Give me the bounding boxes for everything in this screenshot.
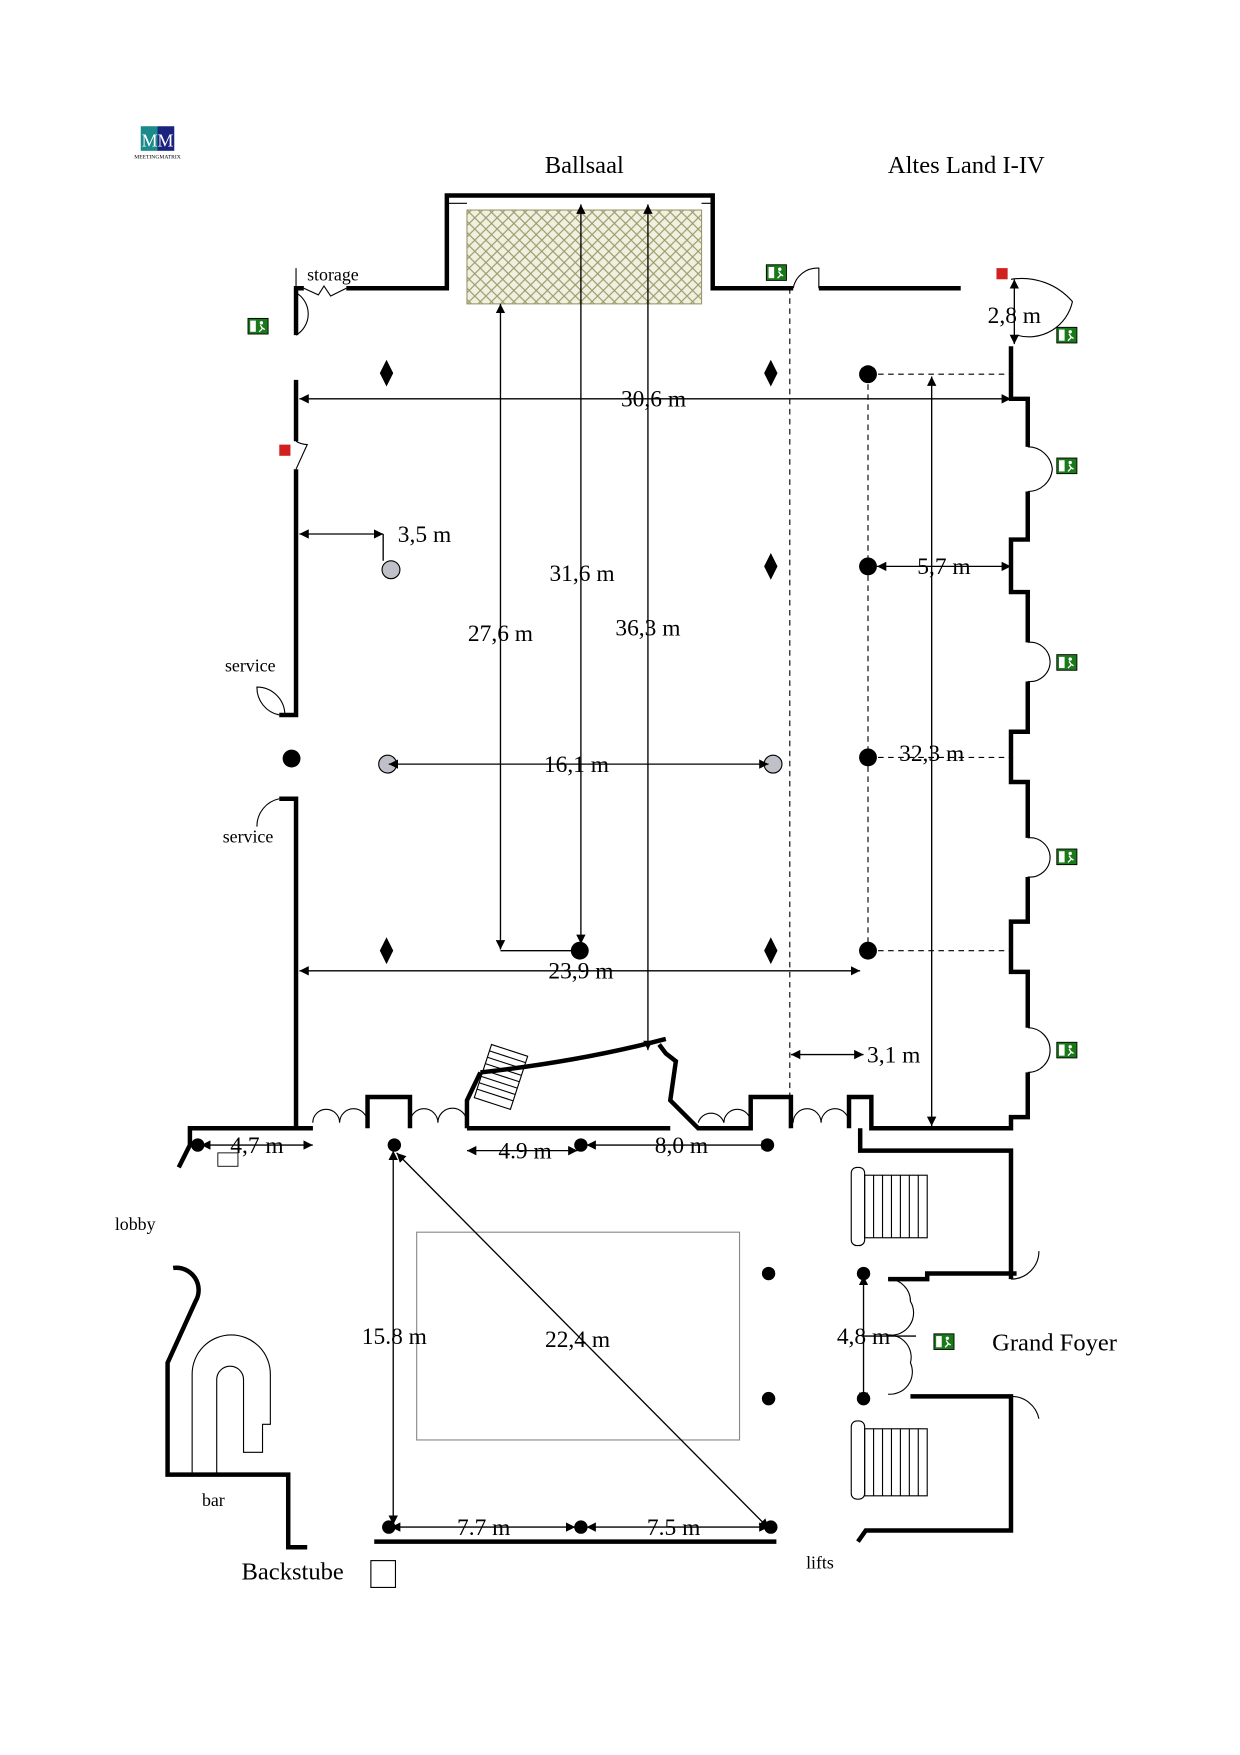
room-service-bottom: service bbox=[223, 826, 274, 846]
staircase-foyer-lower bbox=[850, 1420, 928, 1500]
room-service-top: service bbox=[225, 655, 276, 675]
dim-16-1: 16,1 m bbox=[544, 752, 609, 778]
partition-lines bbox=[789, 288, 1011, 1129]
room-ballsaal: Ballsaal bbox=[545, 152, 624, 179]
svg-text:MEETINGMATRIX: MEETINGMATRIX bbox=[134, 155, 180, 161]
stair-curve bbox=[480, 1036, 667, 1075]
dim-30-6: 30,6 m bbox=[621, 387, 686, 413]
doors bbox=[256, 267, 1074, 1123]
dim-27-6: 27,6 m bbox=[468, 621, 533, 647]
dimension-labels: 30,6 m 3,5 m 31,6 m 27,6 m 36,3 m 16,1 m… bbox=[230, 303, 1041, 1541]
room-storage: storage bbox=[307, 264, 359, 284]
bar-counter bbox=[191, 1334, 271, 1475]
ballroom-wall bbox=[279, 193, 1030, 1131]
svg-text:MM: MM bbox=[142, 130, 174, 150]
lobby-wall bbox=[165, 1126, 313, 1550]
lobby-desk bbox=[217, 1152, 239, 1167]
dim-3-1: 3,1 m bbox=[867, 1042, 920, 1068]
dim-8-0: 8,0 m bbox=[655, 1133, 708, 1159]
dim-4-7: 4,7 m bbox=[230, 1133, 283, 1159]
storage-door bbox=[303, 284, 347, 297]
restroom-icon bbox=[370, 1560, 397, 1588]
dim-7-5: 7.5 m bbox=[647, 1515, 700, 1541]
dim-15-8: 15.8 m bbox=[362, 1324, 427, 1350]
dim-2-8: 2,8 m bbox=[988, 303, 1041, 329]
dim-4-9: 4.9 m bbox=[498, 1138, 551, 1164]
dim-7-7: 7.7 m bbox=[457, 1515, 510, 1541]
room-backstube: Backstube bbox=[242, 1559, 344, 1586]
dim-22-4: 22,4 m bbox=[545, 1327, 610, 1353]
dim-32-3: 32,3 m bbox=[899, 741, 964, 767]
dim-31-6: 31,6 m bbox=[549, 561, 614, 587]
dim-3-5: 3,5 m bbox=[398, 522, 451, 548]
staircase-ballroom bbox=[473, 1043, 529, 1111]
room-grand-foyer: Grand Foyer bbox=[992, 1330, 1117, 1357]
room-lifts: lifts bbox=[806, 1552, 834, 1572]
stage bbox=[466, 209, 703, 305]
dim-36-3: 36,3 m bbox=[615, 616, 680, 642]
staircase-foyer-upper bbox=[850, 1166, 928, 1247]
room-bar: bar bbox=[202, 1490, 225, 1510]
room-lobby: lobby bbox=[115, 1214, 156, 1234]
dim-5-7: 5,7 m bbox=[917, 554, 970, 580]
dim-23-9: 23,9 m bbox=[548, 959, 613, 985]
exit-signs bbox=[247, 264, 1078, 1351]
dimension-lines bbox=[201, 204, 1020, 1532]
room-altes-land: Altes Land I-IV bbox=[888, 152, 1045, 179]
room-labels: Ballsaal Altes Land I-IV storage service… bbox=[115, 152, 1117, 1585]
meetingmatrix-logo: MM MEETINGMATRIX bbox=[134, 126, 181, 161]
foyer-wall bbox=[856, 1128, 1017, 1543]
dim-4-8: 4,8 m bbox=[837, 1324, 890, 1350]
